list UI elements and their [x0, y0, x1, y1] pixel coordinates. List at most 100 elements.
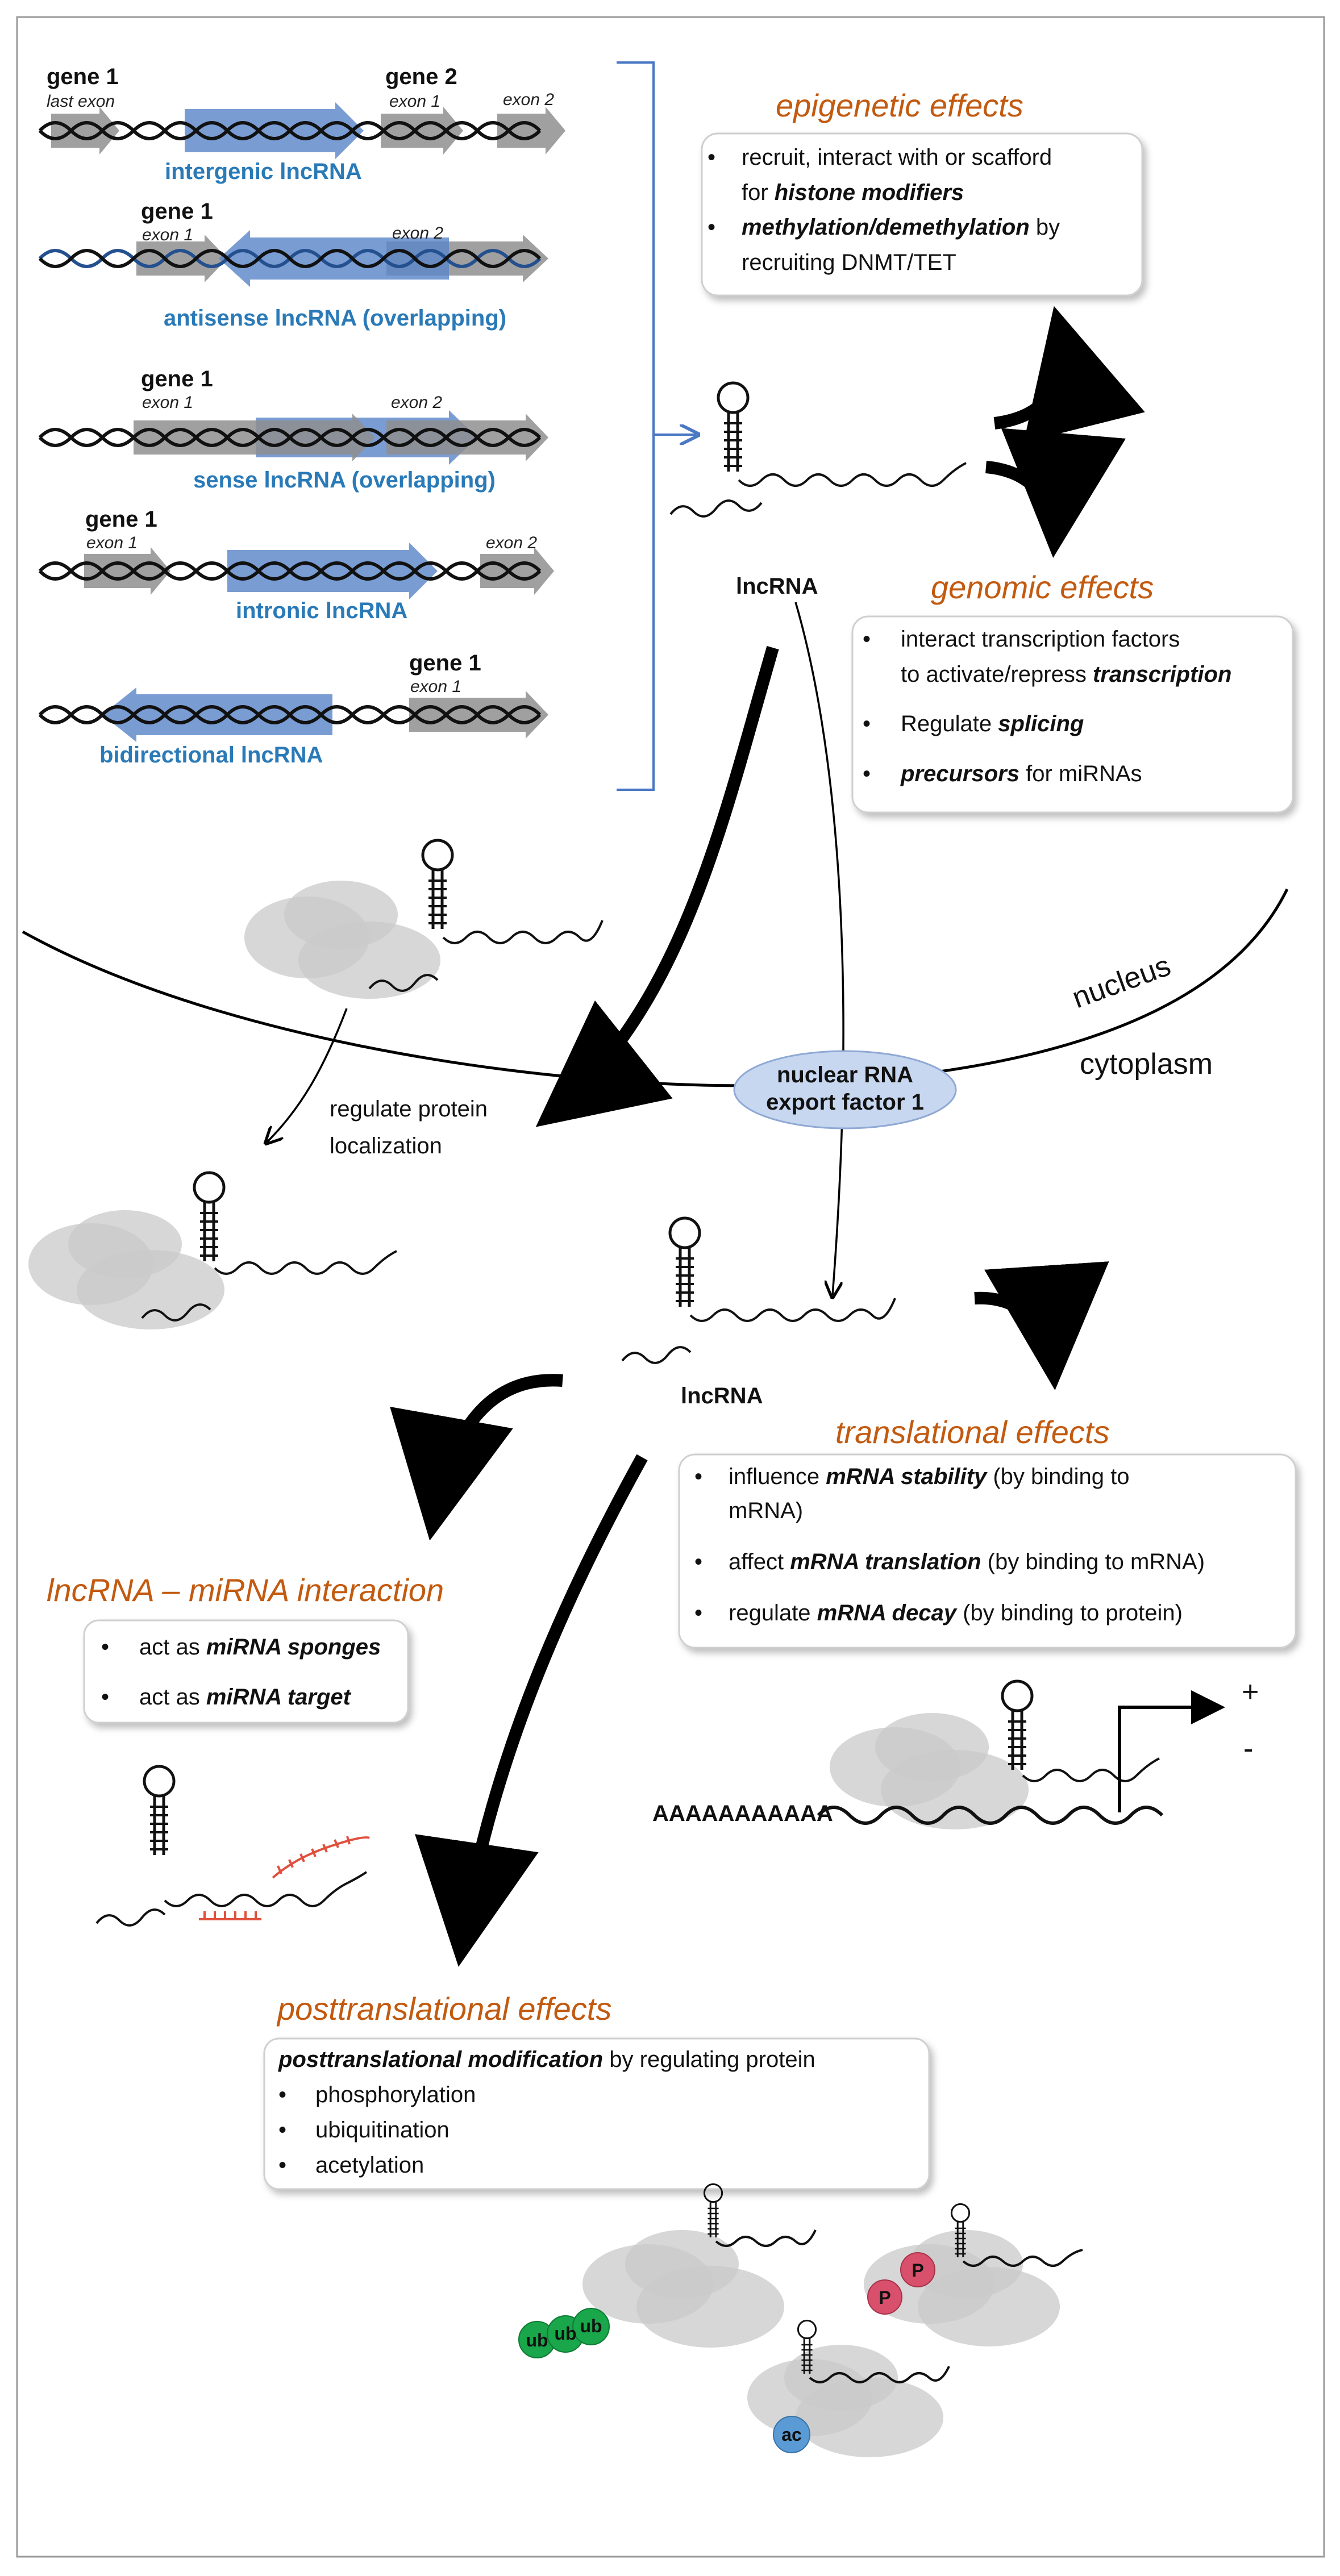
- epigenetic-item-2-line2: recruiting DNMT/TET: [742, 250, 956, 275]
- ub-circle: [572, 2308, 610, 2345]
- bullet: •: [863, 711, 871, 736]
- genomic-item-2: Regulate splicing: [901, 711, 1084, 736]
- lncrna-tail: [715, 2229, 817, 2247]
- translational-item-1: influence mRNA stability (by binding to: [729, 1464, 1130, 1489]
- translational-item-1-line2: mRNA): [729, 1498, 803, 1523]
- bullet: •: [278, 2153, 286, 2178]
- exon1-label: exon 1: [142, 226, 193, 244]
- intronic-lncrna-arrow: [227, 543, 438, 599]
- translational-title: translational effects: [835, 1414, 1109, 1450]
- exon2-label: exon 2: [503, 90, 554, 109]
- antisense-row: gene 1 exon 1 exon 2 antisense lncRNA (o…: [38, 199, 548, 331]
- dna-strand: [38, 561, 542, 581]
- arrow-to-posttranslational: [415, 1454, 648, 1967]
- lncrna-tail: [809, 2366, 950, 2383]
- lncrna-tail: [368, 974, 439, 992]
- mirna-strand: [199, 1911, 261, 1920]
- mrna-strand: [817, 1806, 1164, 1825]
- gene1-label: gene 1: [47, 64, 119, 89]
- bidirectional-row: gene 1 exon 1 bidirectional lncRNA: [38, 651, 548, 768]
- protein-blob: [875, 1713, 989, 1781]
- arrow-to-cytoplasm-lncrna: [794, 602, 844, 1295]
- bullet: •: [101, 1635, 109, 1660]
- ub-label: ub: [580, 2316, 602, 2336]
- p-circle: [900, 2252, 935, 2287]
- dna-strand: [38, 249, 542, 268]
- plus-sign: +: [1242, 1675, 1259, 1708]
- posttranslational-effects: posttranslational effects posttranslatio…: [263, 1991, 930, 2190]
- genomic-item-3: precursors for miRNAs: [900, 761, 1142, 786]
- lncrna-tail: [621, 1346, 692, 1364]
- intergenic-lncrna-arrow: [185, 102, 364, 159]
- lncrna-tail: [962, 2249, 1083, 2267]
- ubiquitination-complex: ub ub ub: [518, 2183, 817, 2358]
- gene1-label: gene 1: [85, 507, 157, 532]
- gene-exon1-arrow: [84, 547, 170, 595]
- bullet: •: [863, 627, 871, 652]
- gene2-exon1-arrow: [381, 107, 463, 155]
- epigenetic-box: [701, 132, 1143, 297]
- lncrna-label-mid: lncRNA: [681, 1383, 763, 1408]
- mirna-box: [83, 1619, 409, 1724]
- structures-bracket: [617, 61, 655, 791]
- bullet: •: [694, 1600, 702, 1625]
- arrow-to-mirna: [390, 1374, 563, 1541]
- antisense-lncrna-arrow: [219, 230, 449, 287]
- lncrna-tail: [214, 1250, 397, 1275]
- lncrna-tail: [164, 1871, 368, 1907]
- gene1-label: gene 1: [141, 199, 213, 224]
- posttranslational-lead: posttranslational modification by regula…: [278, 2047, 815, 2072]
- protein-blob: [784, 2345, 898, 2411]
- exon1-label: exon 1: [410, 677, 461, 696]
- translation-illustration: AAAAAAAAAAA + -: [652, 1675, 1259, 1829]
- translational-box: [678, 1453, 1297, 1649]
- dna-strand: [38, 428, 542, 447]
- export-factor: nuclear RNA export factor 1: [733, 1050, 957, 1129]
- ub-label: ub: [526, 2330, 548, 2350]
- minus-sign: -: [1243, 1732, 1253, 1765]
- lncrna-tail: [95, 1908, 166, 1927]
- exon2-label: exon 2: [392, 224, 443, 243]
- nuclear-protein-complex: [244, 840, 604, 999]
- protein-blob: [625, 2230, 739, 2298]
- bidirectional-lncrna-arrow: [102, 687, 332, 742]
- dna-strand: [38, 705, 542, 724]
- intronic-lncrna-label: intronic lncRNA: [236, 598, 407, 623]
- last-exon-label: last exon: [47, 92, 115, 111]
- localization-line1: regulate protein: [330, 1097, 488, 1122]
- exon2-label: exon 2: [486, 533, 537, 552]
- p-label: P: [879, 2287, 890, 2308]
- gene1-label: gene 1: [141, 366, 213, 391]
- cytoplasm-protein-complex: [28, 1173, 397, 1329]
- lncrna-label-top: lncRNA: [736, 574, 818, 599]
- arrow-to-cytoplasm-complex: [267, 1008, 348, 1142]
- bullet: •: [863, 761, 871, 786]
- gene-exon2-arrow: [386, 414, 548, 461]
- genomic-title: genomic effects: [931, 569, 1154, 605]
- translational-effects: translational effects • influence mRNA s…: [678, 1414, 1297, 1649]
- localization-line2: localization: [330, 1133, 442, 1158]
- bullet: •: [278, 2082, 286, 2107]
- exon1-label: exon 1: [142, 393, 193, 412]
- lncrna-structures-panel: gene 1 last exon gene 2 exon 1 exon 2 in…: [38, 61, 696, 791]
- ac-label: ac: [781, 2424, 802, 2445]
- gene-exon1-arrow: [134, 414, 375, 461]
- sense-lncrna-label: sense lncRNA (overlapping): [193, 468, 496, 493]
- genomic-item-1-line2: to activate/repress transcription: [901, 662, 1231, 687]
- lncrna-tail: [689, 1298, 896, 1322]
- gene2-exon2-arrow: [497, 107, 565, 155]
- ptm-item-phosphorylation: phosphorylation: [315, 2082, 476, 2107]
- intronic-row: gene 1 exon 1 exon 2 intronic lncRNA: [38, 507, 554, 623]
- epigenetic-item-1-line2: for histone modifiers: [742, 180, 964, 205]
- ac-circle: [773, 2416, 810, 2453]
- lncrna-tail: [442, 920, 604, 944]
- gene1-label: gene 1: [409, 651, 481, 676]
- bidirectional-lncrna-label: bidirectional lncRNA: [99, 743, 323, 768]
- bullet: •: [278, 2118, 286, 2143]
- ptm-item-ubiquitination: ubiquitination: [315, 2118, 450, 2143]
- arrow-to-localization: [535, 645, 779, 1127]
- epigenetic-item-1: recruit, interact with or scafford: [742, 145, 1052, 170]
- translational-item-2: affect mRNA translation (by binding to m…: [729, 1549, 1205, 1574]
- ptm-item-acetylation: acetylation: [315, 2153, 424, 2178]
